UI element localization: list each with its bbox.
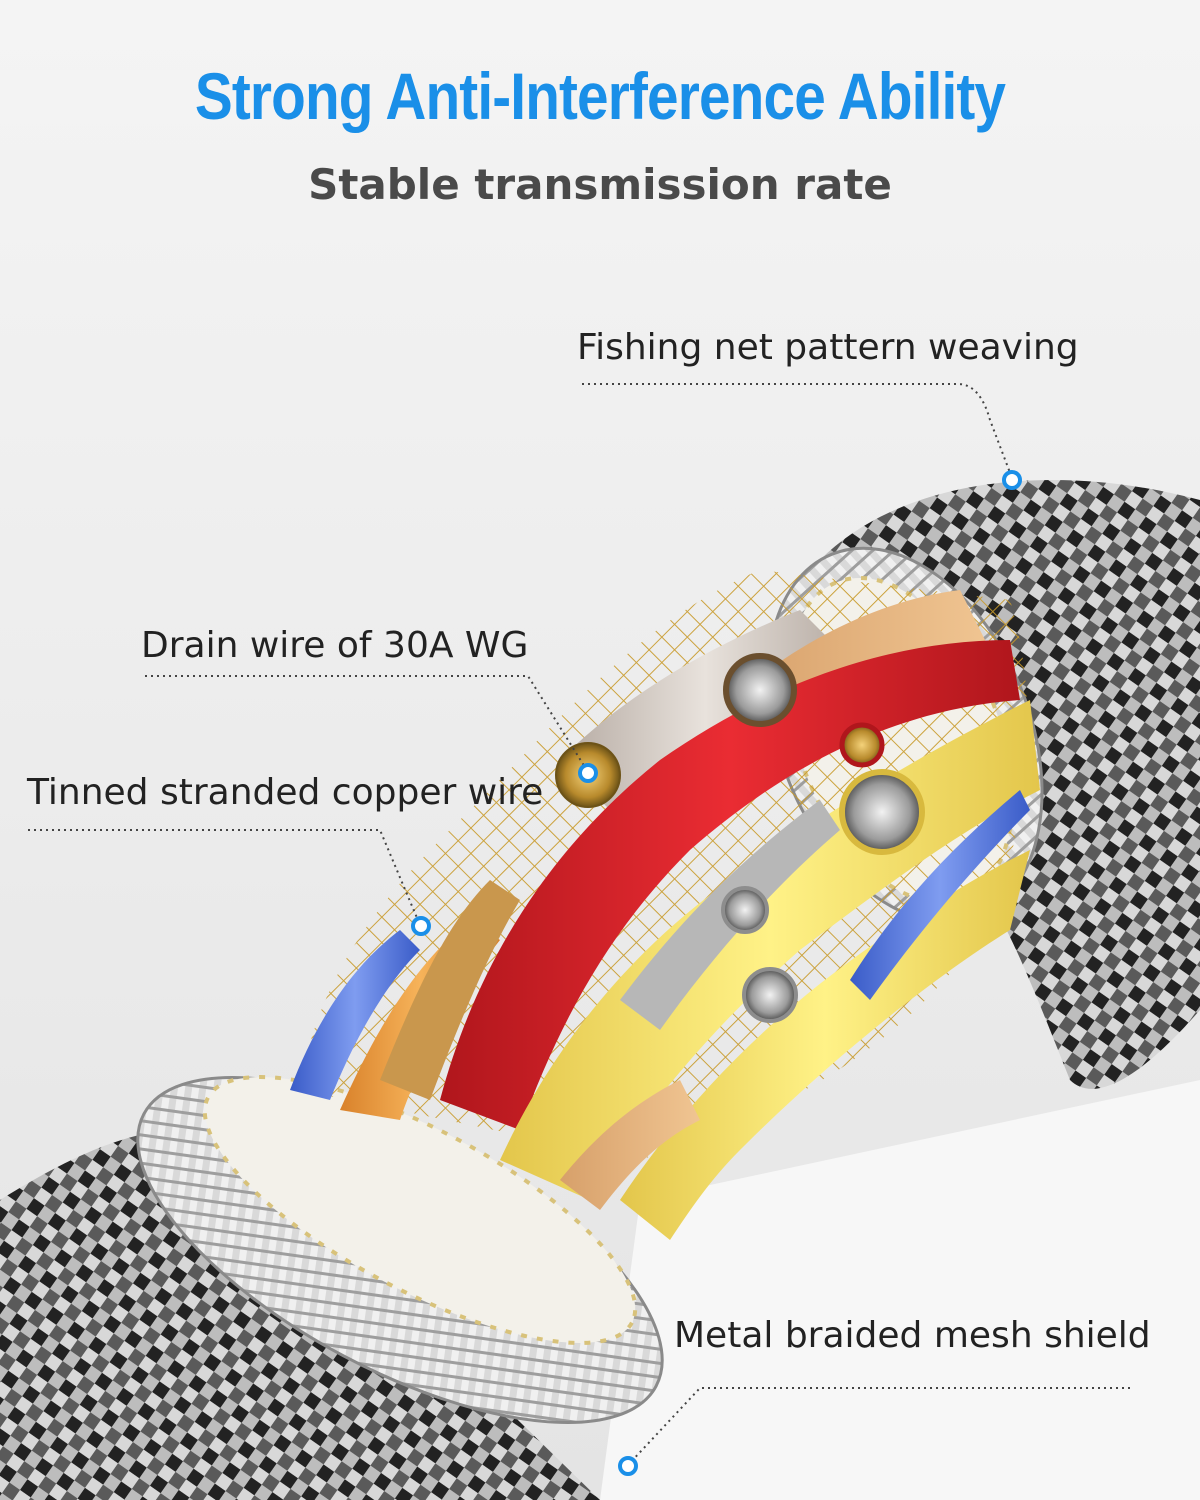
conductor-blue-left xyxy=(290,930,420,1100)
dot-marker-icon xyxy=(578,763,598,783)
red-wire-end xyxy=(839,722,885,768)
lower-foil-ring xyxy=(202,1075,638,1345)
conductor-yellow-lower xyxy=(620,850,1030,1240)
yellow-wire-end xyxy=(839,769,925,855)
tan-wire-end xyxy=(723,653,797,727)
leader-drain-wire xyxy=(145,675,589,773)
label-tinned-copper: Tinned stranded copper wire xyxy=(27,772,544,813)
label-drain-wire: Drain wire of 30A WG xyxy=(141,625,529,666)
subheadline: Stable transmission rate xyxy=(308,160,892,209)
conductor-copper xyxy=(380,880,520,1100)
label-fishing-net: Fishing net pattern weaving xyxy=(577,327,1079,368)
conductor-red-main xyxy=(440,640,1020,1130)
conductor-blue xyxy=(850,790,1030,1000)
dot-marker-icon xyxy=(411,916,431,936)
leader-fishing-net xyxy=(582,383,1013,479)
dot-marker-icon xyxy=(618,1456,638,1476)
dot-marker-icon xyxy=(1002,470,1022,490)
label-mesh-shield: Metal braided mesh shield xyxy=(674,1315,1151,1356)
background-slab xyxy=(600,1080,1200,1500)
grey-wire-end xyxy=(721,886,769,934)
leader-tinned-copper xyxy=(28,829,421,926)
headline: Strong Anti-Interference Ability xyxy=(194,59,1006,133)
silver-wire-end xyxy=(742,967,798,1023)
conductor-tan-lower xyxy=(560,1080,700,1210)
